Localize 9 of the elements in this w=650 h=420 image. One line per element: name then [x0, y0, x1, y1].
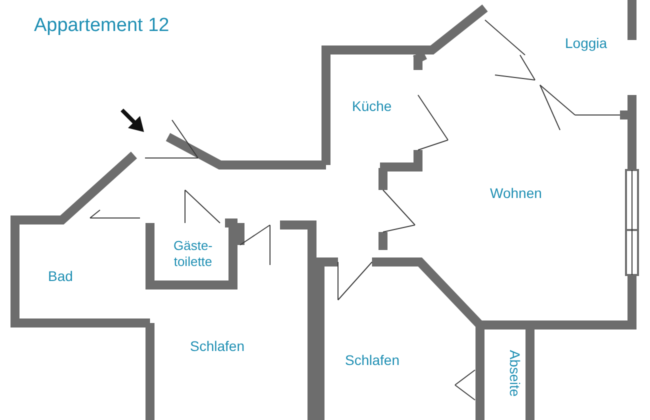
room-label: Gäste- toilette	[172, 238, 214, 270]
plan-title: Appartement 12	[34, 15, 170, 37]
room-label: Wohnen	[490, 185, 542, 201]
room-label: Schlafen	[345, 352, 400, 368]
room-label: Küche	[352, 98, 392, 114]
room-label: Abseite	[507, 350, 523, 397]
room-label: Bad	[48, 268, 73, 284]
room-label: Schlafen	[190, 338, 244, 354]
room-label: Loggia	[565, 35, 608, 51]
